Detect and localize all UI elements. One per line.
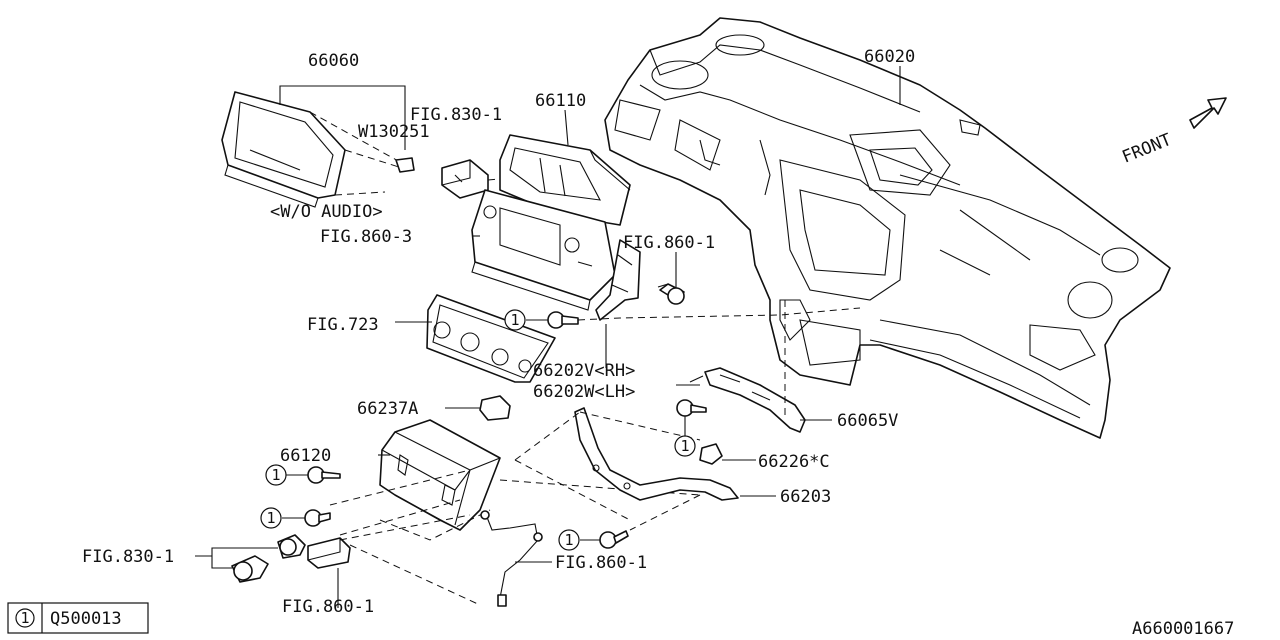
label-66060: 66060	[308, 51, 359, 71]
switch-fig830-top	[441, 159, 489, 199]
audio-unit-fig860-3	[471, 189, 616, 311]
label-66020: 66020	[864, 47, 915, 67]
leader-66060	[279, 85, 406, 150]
label-66203: 66203	[780, 487, 831, 507]
screw-icon	[657, 283, 685, 305]
front-label: FRONT	[1119, 130, 1174, 168]
bracket-66203	[574, 407, 739, 501]
svg-text:1: 1	[271, 466, 280, 484]
clip-w130251	[395, 157, 415, 173]
label-fig860-3: FIG.860-3	[320, 227, 412, 247]
label-fig830-top: FIG.830-1	[410, 105, 502, 125]
label-66202v: 66202V<RH>	[533, 361, 635, 381]
leader-66110	[564, 109, 569, 146]
legend-callout: 1	[20, 609, 29, 627]
callout-1: 1	[558, 529, 580, 551]
legend-box: 1 Q500013	[7, 602, 149, 634]
clip-66226c	[699, 443, 723, 465]
svg-text:1: 1	[510, 311, 519, 329]
label-66202w: 66202W<LH>	[533, 382, 635, 402]
bracket-66202	[595, 239, 641, 321]
screw-icon	[676, 399, 707, 417]
screw-icon	[304, 509, 331, 527]
clip-66237a	[479, 395, 511, 421]
legend-ref: Q500013	[50, 609, 122, 629]
climate-panel-fig723	[426, 294, 556, 383]
front-arrow-icon	[1189, 97, 1227, 129]
svg-text:1: 1	[266, 509, 275, 527]
label-66110: 66110	[535, 91, 586, 111]
switch-fig830-bottom	[231, 534, 306, 583]
instrument-panel-66020	[604, 17, 1171, 439]
callout-1: 1	[674, 435, 696, 457]
label-w130251: W130251	[358, 122, 430, 142]
label-fig723: FIG.723	[307, 315, 379, 335]
label-66065v: 66065V	[837, 411, 898, 431]
callout-1: 1	[265, 464, 287, 486]
screw-icon	[307, 466, 341, 484]
module-fig860-1-bottom	[307, 537, 351, 569]
label-66226c: 66226*C	[758, 452, 830, 472]
label-66120: 66120	[280, 446, 331, 466]
svg-text:1: 1	[680, 437, 689, 455]
label-fig830-bottom: FIG.830-1	[82, 547, 174, 567]
display-unit-66060	[221, 91, 346, 208]
label-fig860-1-mid: FIG.860-1	[555, 553, 647, 573]
callout-1: 1	[504, 309, 526, 331]
harness-66065v	[704, 367, 806, 433]
label-wo-audio: <W/O AUDIO>	[270, 202, 383, 222]
console-bracket-66120	[379, 419, 501, 531]
screw-icon	[599, 530, 629, 549]
label-66237a: 66237A	[357, 399, 418, 419]
screw-icon	[547, 311, 579, 329]
svg-text:1: 1	[564, 531, 573, 549]
diagram-id: A660001667	[1132, 619, 1234, 639]
callout-1: 1	[260, 507, 282, 529]
label-fig860-1-bottom: FIG.860-1	[282, 597, 374, 617]
label-fig860-1-top: FIG.860-1	[623, 233, 715, 253]
usb-cable	[480, 510, 543, 607]
